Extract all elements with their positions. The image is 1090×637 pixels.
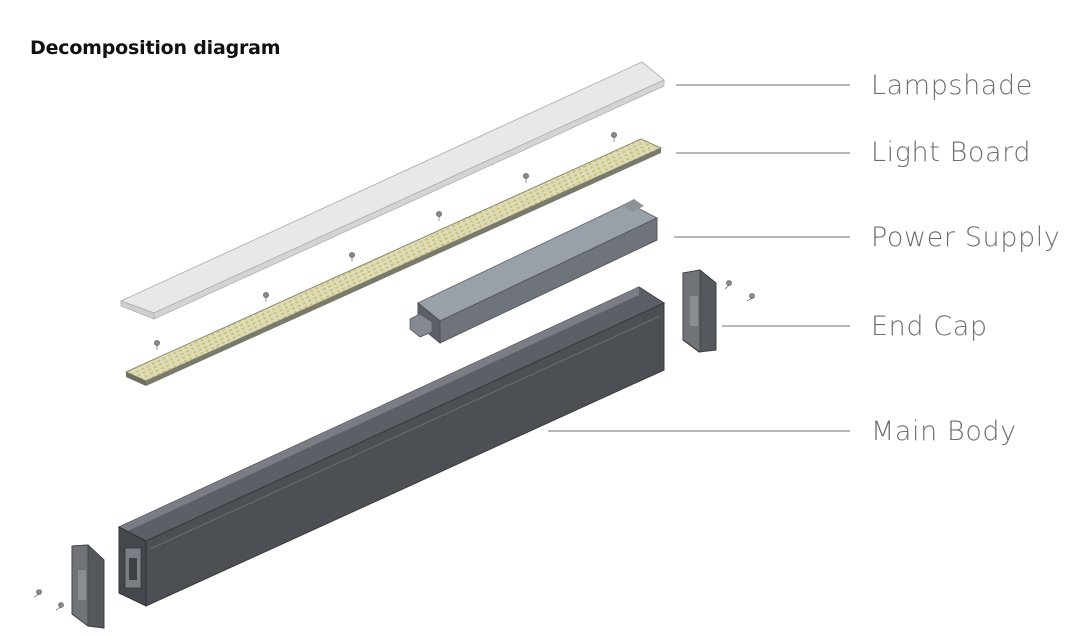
part-label-power-supply: Power Supply: [871, 222, 1061, 253]
part-label-light-board: Light Board: [871, 137, 1032, 168]
light-board-part: [124, 132, 663, 386]
screw-icon: [154, 132, 617, 350]
main-body-part: [117, 286, 666, 607]
leader-lines: [548, 84, 850, 432]
power-supply-part: [409, 199, 659, 345]
part-label-end-cap: End Cap: [871, 311, 988, 342]
part-label-main-body: Main Body: [871, 416, 1017, 447]
part-label-lampshade: Lampshade: [871, 70, 1033, 101]
screw-icon: [33, 589, 64, 611]
end-cap-part: [682, 269, 755, 353]
diagram-title: Decomposition diagram: [30, 37, 281, 59]
end-cap-left-part: [33, 544, 105, 629]
screw-icon: [724, 280, 755, 302]
lampshade-part: [119, 61, 665, 320]
